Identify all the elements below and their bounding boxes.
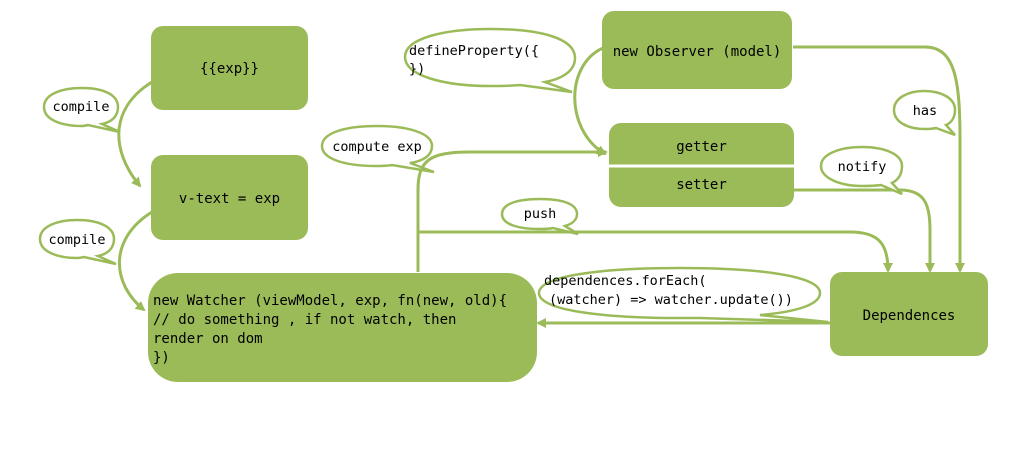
bubble-for-each: dependences.forEach( (watcher) => watche… (537, 266, 829, 324)
connector-observer-to-dependences (793, 45, 965, 273)
define-property-line-2: }) (409, 61, 425, 77)
watcher-line-2: // do something , if not watch, then (153, 312, 456, 328)
observer-label: new Observer (model) (613, 44, 782, 60)
bubble-notify: notify (819, 145, 904, 196)
exp-template-label: {{exp}} (200, 61, 259, 77)
box-v-text: v-text = exp (151, 155, 308, 240)
connector-exp-to-vtext (117, 80, 153, 188)
connector-setter-to-dependences (793, 188, 935, 273)
box-exp-template: {{exp}} (151, 26, 308, 110)
bubble-push: push (500, 197, 579, 236)
connector-watcher-to-getter (416, 147, 608, 272)
compile-2-text: compile (49, 232, 106, 248)
v-text-label: v-text = exp (179, 191, 280, 207)
box-dependences: Dependences (830, 272, 988, 356)
box-getter-setter: getter setter (609, 123, 794, 207)
connector-vtext-to-watcher (118, 210, 153, 312)
connector-observer-to-getter (573, 46, 607, 156)
dependences-label: Dependences (863, 308, 956, 324)
has-text: has (913, 103, 937, 119)
connector-push-to-dependences (418, 230, 893, 273)
box-observer: new Observer (model) (602, 11, 792, 89)
push-text: push (524, 206, 557, 222)
box-watcher: new Watcher (viewModel, exp, fn(new, old… (148, 273, 537, 382)
setter-label: setter (676, 177, 727, 193)
getter-label: getter (676, 139, 727, 155)
bubble-compile-1: compile (42, 86, 121, 134)
compute-exp-text: compute exp (332, 139, 421, 155)
bubble-define-property: defineProperty({ }) (403, 27, 577, 94)
bubble-compute-exp: compute exp (320, 124, 435, 174)
for-each-line-2: (watcher) => watcher.update()) (549, 292, 793, 308)
watcher-line-4: }) (153, 350, 170, 366)
notify-text: notify (838, 159, 887, 175)
watcher-line-3: render on dom (153, 331, 263, 347)
for-each-line-1: dependences.forEach( (544, 273, 707, 289)
compile-1-text: compile (53, 99, 110, 115)
define-property-line-1: defineProperty({ (409, 43, 539, 59)
watcher-line-1: new Watcher (viewModel, exp, fn(new, old… (153, 293, 507, 309)
bubble-has: has (892, 89, 957, 137)
bubble-compile-2: compile (38, 218, 117, 266)
